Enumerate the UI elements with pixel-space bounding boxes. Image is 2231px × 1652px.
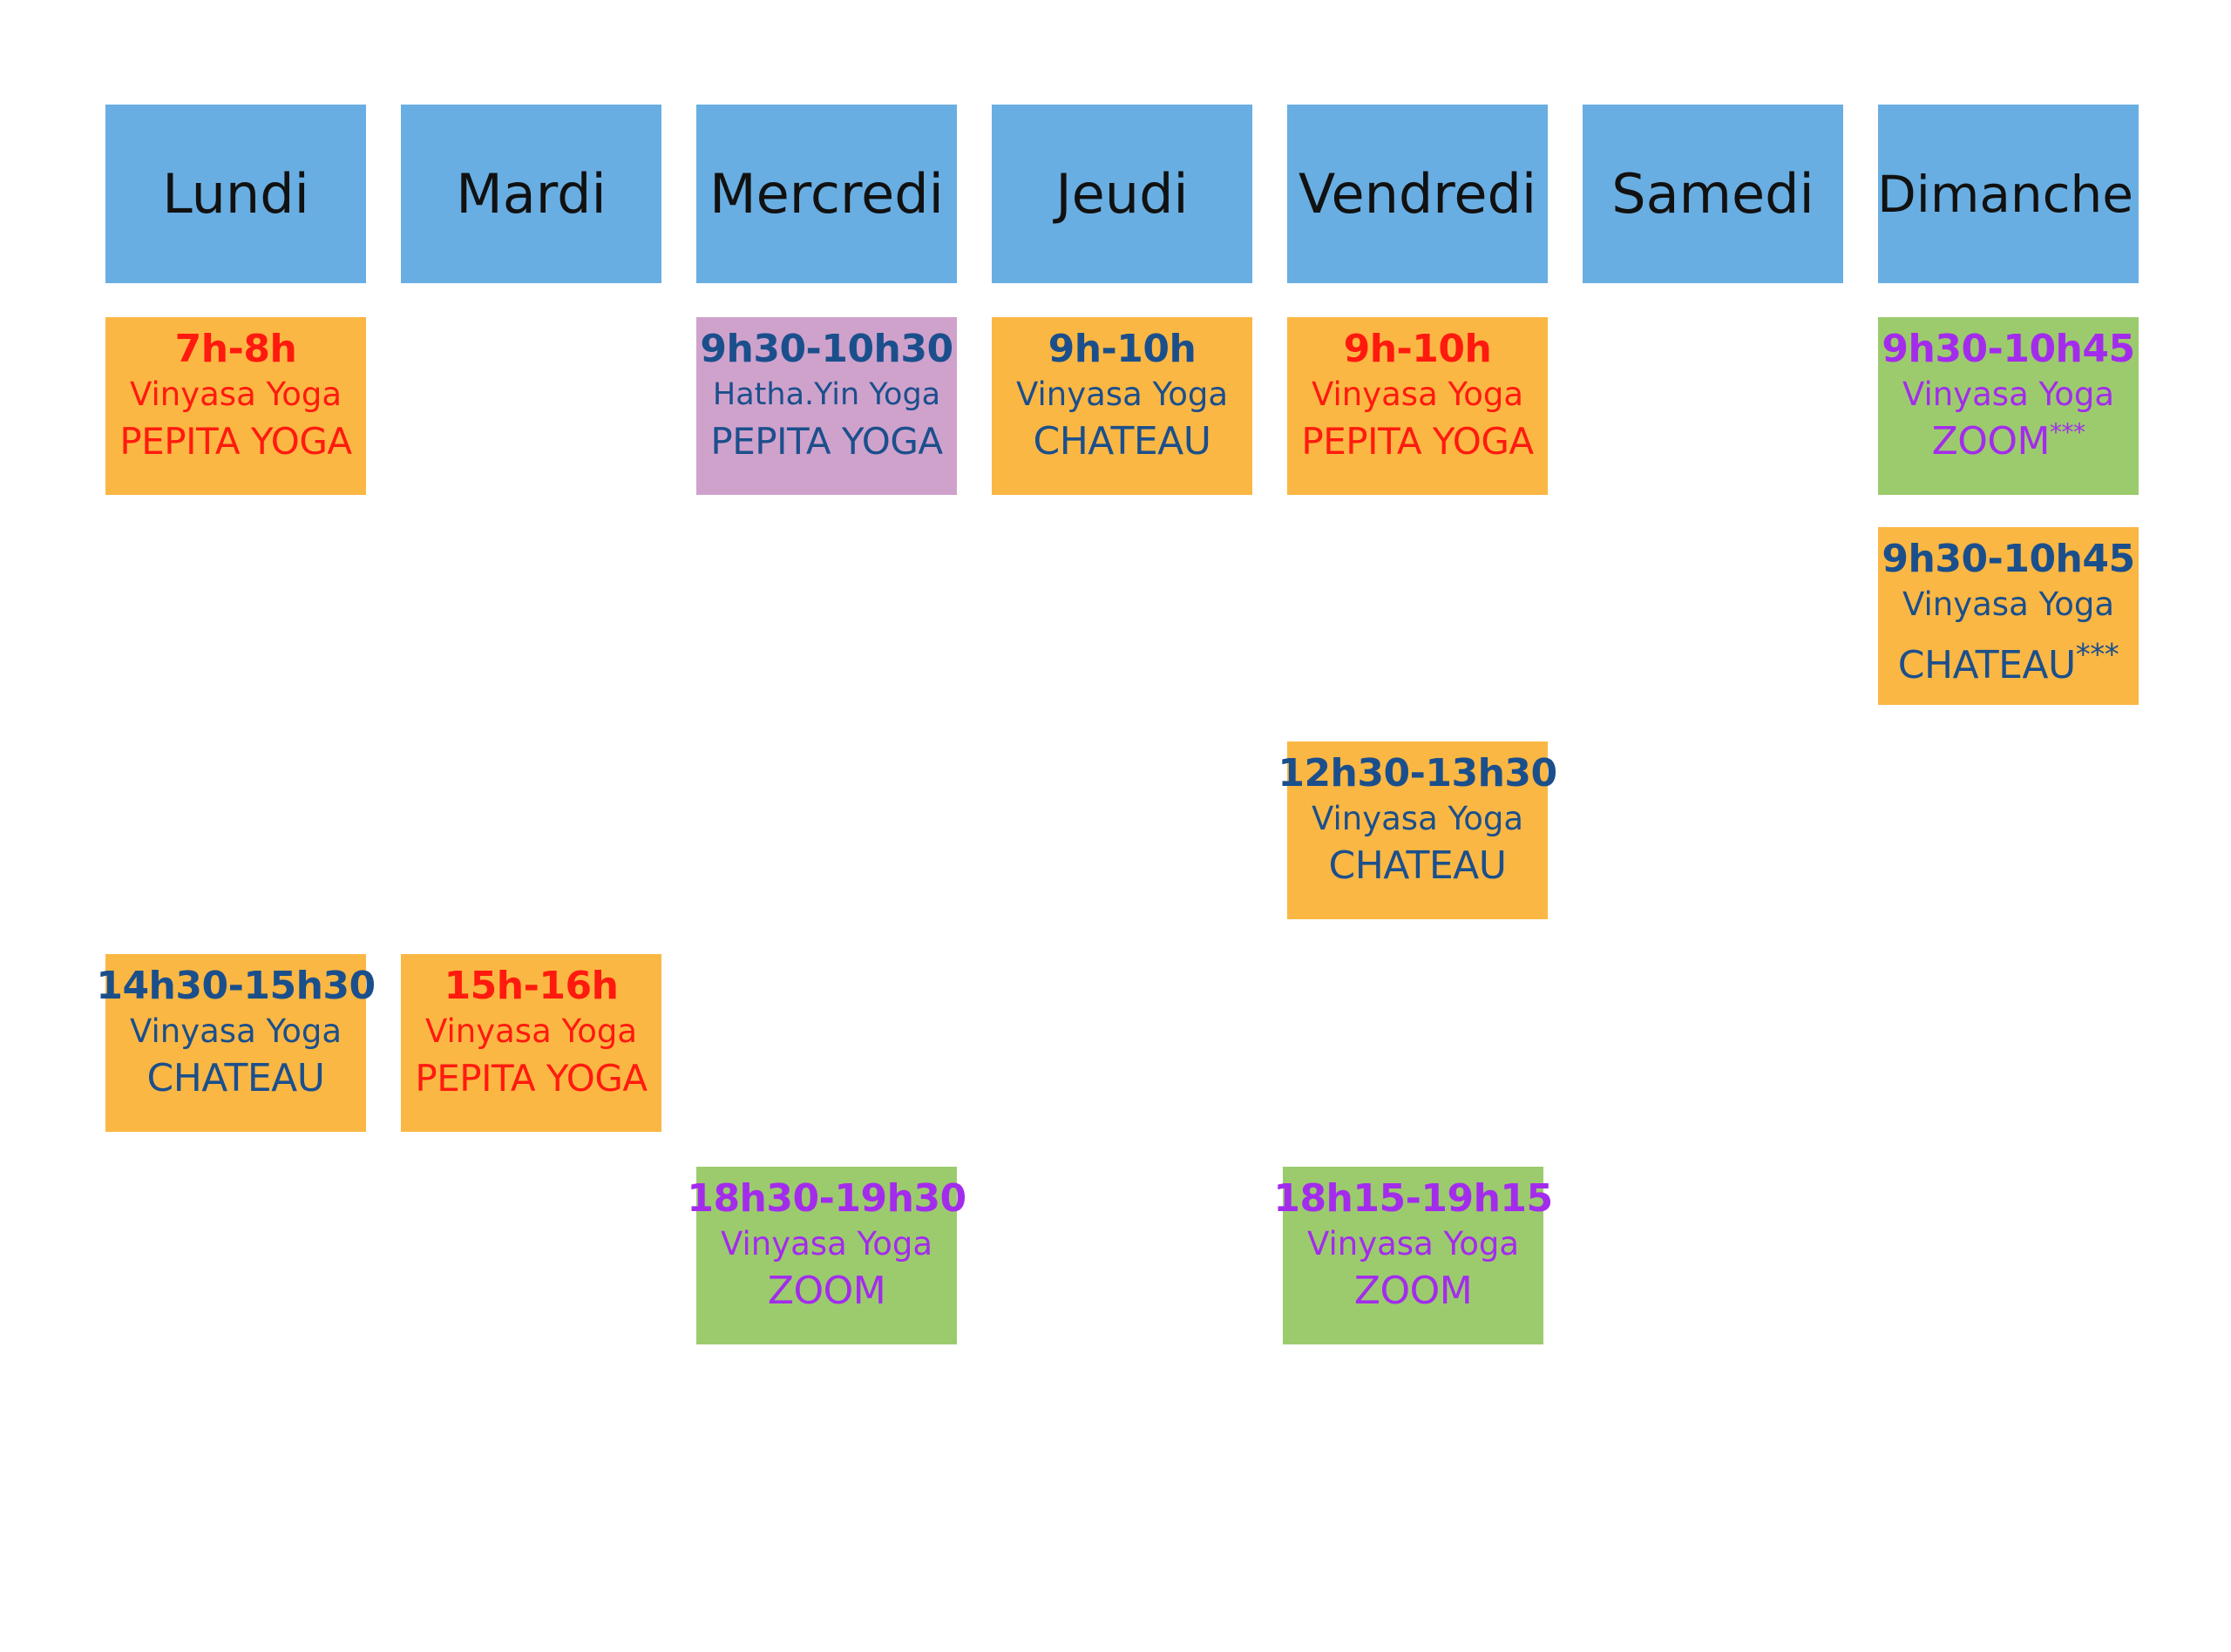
class-slot: 7h-8h Vinyasa Yoga PEPITA YOGA [105, 317, 366, 495]
slot-location-name: CHATEAU [1328, 843, 1507, 888]
slot-time: 9h30-10h30 [700, 327, 953, 371]
class-slot: 14h30-15h30 Vinyasa Yoga CHATEAU [96, 954, 376, 1132]
day-header-mercredi: Mercredi [696, 105, 957, 283]
slot-class: Vinyasa Yoga [1902, 586, 2114, 623]
class-slot: 18h15-19h15 Vinyasa Yoga ZOOM [1273, 1167, 1553, 1344]
slot-location: ZOOM [1353, 1266, 1473, 1317]
slot-location: CHATEAU [147, 1053, 325, 1104]
day-header-lundi: Lundi [105, 105, 366, 283]
slot-class: Hatha.Yin Yoga [712, 377, 941, 412]
class-slot: 9h-10h Vinyasa Yoga PEPITA YOGA [1287, 317, 1548, 495]
class-slot: 9h-10h Vinyasa Yoga CHATEAU [992, 317, 1252, 495]
slot-location: CHATEAU*** [1898, 640, 2119, 691]
slot-location-name: PEPITA YOGA [119, 420, 352, 463]
class-slot: 9h30-10h45 Vinyasa Yoga CHATEAU*** [1878, 527, 2139, 705]
day-header-samedi: Samedi [1583, 105, 1843, 283]
slot-time: 18h15-19h15 [1273, 1176, 1553, 1221]
slot-location: PEPITA YOGA [415, 1053, 648, 1104]
day-header-dimanche: Dimanche [1877, 105, 2139, 283]
slot-location: PEPITA YOGA [1301, 416, 1534, 467]
slot-location-name: PEPITA YOGA [1301, 420, 1534, 463]
slot-location: CHATEAU [1329, 841, 1507, 891]
slot-class: Vinyasa Yoga [425, 1012, 637, 1050]
slot-class: Vinyasa Yoga [1312, 376, 1523, 413]
slot-location: PEPITA YOGA [710, 416, 943, 467]
slot-location-name: ZOOM [767, 1269, 886, 1313]
slot-class: Vinyasa Yoga [1902, 376, 2114, 413]
slot-location: ZOOM*** [1932, 416, 2085, 467]
slot-time: 12h30-13h30 [1278, 751, 1557, 796]
slot-location-mark: *** [2075, 637, 2119, 673]
class-slot: 9h30-10h30 Hatha.Yin Yoga PEPITA YOGA [696, 317, 957, 495]
slot-class: Vinyasa Yoga [1307, 1225, 1519, 1263]
slot-class: Vinyasa Yoga [130, 1012, 342, 1050]
class-slot: 15h-16h Vinyasa Yoga PEPITA YOGA [401, 954, 661, 1132]
slot-location-mark: *** [2049, 417, 2085, 447]
slot-location-name: CHATEAU [146, 1056, 325, 1100]
slot-location-name: CHATEAU [1897, 643, 2076, 687]
slot-location: PEPITA YOGA [119, 416, 352, 467]
slot-time: 9h-10h [1343, 327, 1492, 371]
slot-class: Vinyasa Yoga [130, 376, 342, 413]
slot-location-name: PEPITA YOGA [415, 1057, 648, 1100]
slot-time: 18h30-19h30 [687, 1176, 966, 1221]
slot-location: CHATEAU [1034, 416, 1211, 467]
slot-location-name: ZOOM [1353, 1269, 1473, 1313]
slot-location-name: ZOOM [1931, 419, 2051, 464]
slot-class: Vinyasa Yoga [721, 1225, 932, 1263]
class-slot: 12h30-13h30 Vinyasa Yoga CHATEAU [1278, 741, 1557, 919]
day-header-mardi: Mardi [401, 105, 661, 283]
slot-location-name: CHATEAU [1033, 419, 1211, 464]
slot-time: 9h30-10h45 [1882, 537, 2135, 581]
slot-location-name: PEPITA YOGA [710, 420, 943, 463]
slot-time: 7h-8h [174, 327, 297, 371]
day-header-vendredi: Vendredi [1287, 105, 1548, 283]
slot-time: 9h-10h [1048, 327, 1197, 371]
day-header-jeudi: Jeudi [992, 105, 1252, 283]
slot-time: 15h-16h [444, 964, 619, 1008]
slot-class: Vinyasa Yoga [1016, 376, 1228, 413]
class-slot: 18h30-19h30 Vinyasa Yoga ZOOM [687, 1167, 966, 1344]
class-slot: 9h30-10h45 Vinyasa Yoga ZOOM*** [1878, 317, 2139, 495]
slot-time: 14h30-15h30 [96, 964, 376, 1008]
slot-location: ZOOM [767, 1266, 886, 1317]
slot-time: 9h30-10h45 [1882, 327, 2135, 371]
slot-class: Vinyasa Yoga [1312, 800, 1523, 837]
